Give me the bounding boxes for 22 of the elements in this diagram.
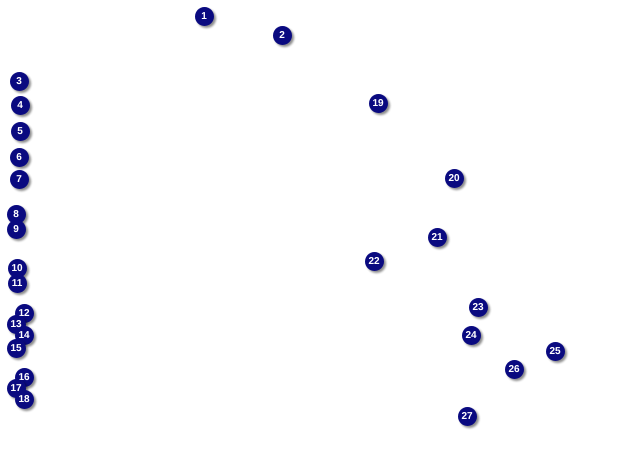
callout-number: 2 [272,26,292,44]
callout-number: 21 [428,228,446,246]
callout-number: 1 [194,6,214,26]
callout-number: 25 [546,342,564,360]
callout-number: 6 [10,148,28,166]
callout-number: 24 [462,326,480,344]
callout-number: 7 [10,170,28,188]
callout-number: 19 [368,94,388,112]
callout-number: 26 [504,360,524,378]
callout-number: 22 [364,252,384,270]
callout-number: 11 [8,274,26,292]
callout-number: 5 [10,122,30,140]
callout-number: 23 [468,298,488,316]
callout-number: 18 [14,390,34,408]
callout-number: 10 [8,258,26,278]
callout-number: 8 [6,204,26,224]
callout-number: 9 [6,220,26,238]
callout-number: 27 [458,406,476,426]
callout-number: 20 [444,168,464,188]
callout-number: 3 [10,72,28,90]
callout-number: 4 [10,96,30,114]
callout-number: 15 [6,338,26,358]
